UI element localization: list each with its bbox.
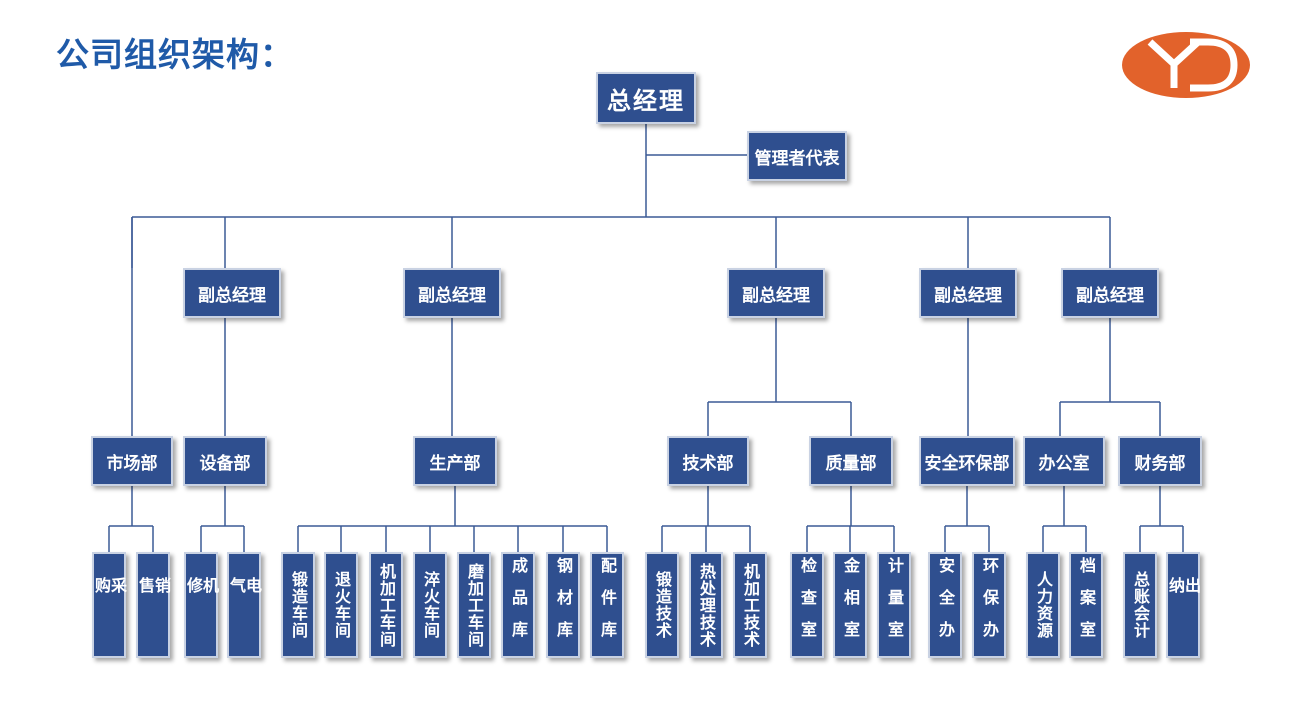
leaf-box-12-label: 配件库 <box>598 557 617 653</box>
leaf-box-9: 磨加工车间 <box>457 552 491 658</box>
vice-gm-box-4-label: 副总经理 <box>934 285 1002 306</box>
dept-box-1: 市场部 <box>91 436 173 486</box>
dept-box-4-label: 技术部 <box>682 453 734 474</box>
yd-logo-icon <box>1122 32 1250 98</box>
vice-gm-box-3: 副总经理 <box>727 268 825 318</box>
leaf-box-23: 总账会计 <box>1123 552 1157 658</box>
leaf-box-1-label: 采购 <box>92 577 127 633</box>
dept-box-7: 办公室 <box>1023 436 1105 486</box>
dept-box-5: 质量部 <box>809 436 893 486</box>
leaf-box-19-label: 安全办 <box>936 557 955 653</box>
dept-box-1-label: 市场部 <box>106 453 158 474</box>
leaf-box-4-label: 电气 <box>227 577 262 633</box>
dept-box-6-label: 安全环保部 <box>924 453 1010 474</box>
vice-gm-box-5: 副总经理 <box>1061 268 1159 318</box>
leaf-box-16-label: 检查室 <box>798 557 817 653</box>
vice-gm-box-1: 副总经理 <box>183 268 281 318</box>
leaf-box-5-label: 锻造车间 <box>289 571 308 639</box>
leaf-box-18: 计量室 <box>877 552 911 658</box>
leaf-box-20-label: 环保办 <box>980 557 999 653</box>
leaf-box-15: 机加工技术 <box>733 552 767 658</box>
leaf-box-11: 钢材库 <box>546 552 580 658</box>
leaf-box-8: 淬火车间 <box>413 552 447 658</box>
leaf-box-2-label: 销售 <box>136 577 171 633</box>
leaf-box-6-label: 退火车间 <box>332 571 351 639</box>
leaf-box-8-label: 淬火车间 <box>421 571 440 639</box>
leaf-box-15-label: 机加工技术 <box>741 562 760 648</box>
dept-box-2: 设备部 <box>183 436 267 486</box>
vice-gm-box-4: 副总经理 <box>919 268 1017 318</box>
leaf-box-19: 安全办 <box>928 552 962 658</box>
leaf-box-12: 配件库 <box>590 552 624 658</box>
dept-box-8: 财务部 <box>1118 436 1202 486</box>
leaf-box-2: 销售 <box>136 552 171 658</box>
leaf-box-13: 锻造技术 <box>645 552 679 658</box>
dept-box-7-label: 办公室 <box>1038 453 1090 474</box>
leaf-box-6: 退火车间 <box>324 552 358 658</box>
dept-box-2-label: 设备部 <box>199 453 251 474</box>
leaf-box-13-label: 锻造技术 <box>653 571 672 639</box>
leaf-box-9-label: 磨加工车间 <box>465 562 484 648</box>
vice-gm-box-1-label: 副总经理 <box>198 285 266 306</box>
management-rep-box-label: 管理者代表 <box>754 148 840 169</box>
leaf-box-23-label: 总账会计 <box>1131 571 1150 639</box>
leaf-box-24-label: 出纳 <box>1166 577 1201 633</box>
dept-box-3-label: 生产部 <box>429 453 481 474</box>
vice-gm-box-3-label: 副总经理 <box>742 285 810 306</box>
vice-gm-box-5-label: 副总经理 <box>1076 285 1144 306</box>
leaf-box-18-label: 计量室 <box>885 557 904 653</box>
leaf-box-21: 人力资源 <box>1026 552 1060 658</box>
vice-gm-box-2: 副总经理 <box>403 268 501 318</box>
leaf-box-17-label: 金相室 <box>841 557 860 653</box>
leaf-box-1: 采购 <box>92 552 127 658</box>
dept-box-6: 安全环保部 <box>919 436 1015 486</box>
leaf-box-22: 档案室 <box>1069 552 1103 658</box>
leaf-box-5: 锻造车间 <box>281 552 315 658</box>
leaf-box-22-label: 档案室 <box>1077 557 1096 653</box>
leaf-box-16: 检查室 <box>790 552 824 658</box>
page-title: 公司组织架构： <box>56 35 294 74</box>
vice-gm-box-2-label: 副总经理 <box>418 285 486 306</box>
leaf-box-10: 成品库 <box>501 552 535 658</box>
leaf-box-7-label: 机加工车间 <box>377 562 396 648</box>
dept-box-5-label: 质量部 <box>825 453 877 474</box>
leaf-box-20: 环保办 <box>972 552 1006 658</box>
leaf-box-14: 热处理技术 <box>689 552 723 658</box>
leaf-box-24: 出纳 <box>1166 552 1201 658</box>
dept-box-3: 生产部 <box>413 436 497 486</box>
leaf-box-17: 金相室 <box>833 552 867 658</box>
dept-box-8-label: 财务部 <box>1134 453 1186 474</box>
leaf-box-4: 电气 <box>227 552 262 658</box>
leaf-box-7: 机加工车间 <box>369 552 403 658</box>
general-manager-box: 总经理 <box>596 72 696 124</box>
leaf-box-3-label: 机修 <box>184 577 219 633</box>
general-manager-box-label: 总经理 <box>607 86 685 115</box>
leaf-box-21-label: 人力资源 <box>1034 571 1053 639</box>
dept-box-4: 技术部 <box>667 436 749 486</box>
leaf-box-11-label: 钢材库 <box>554 557 573 653</box>
leaf-box-3: 机修 <box>184 552 219 658</box>
leaf-box-14-label: 热处理技术 <box>697 562 716 648</box>
management-rep-box: 管理者代表 <box>747 131 847 181</box>
leaf-box-10-label: 成品库 <box>509 557 528 653</box>
